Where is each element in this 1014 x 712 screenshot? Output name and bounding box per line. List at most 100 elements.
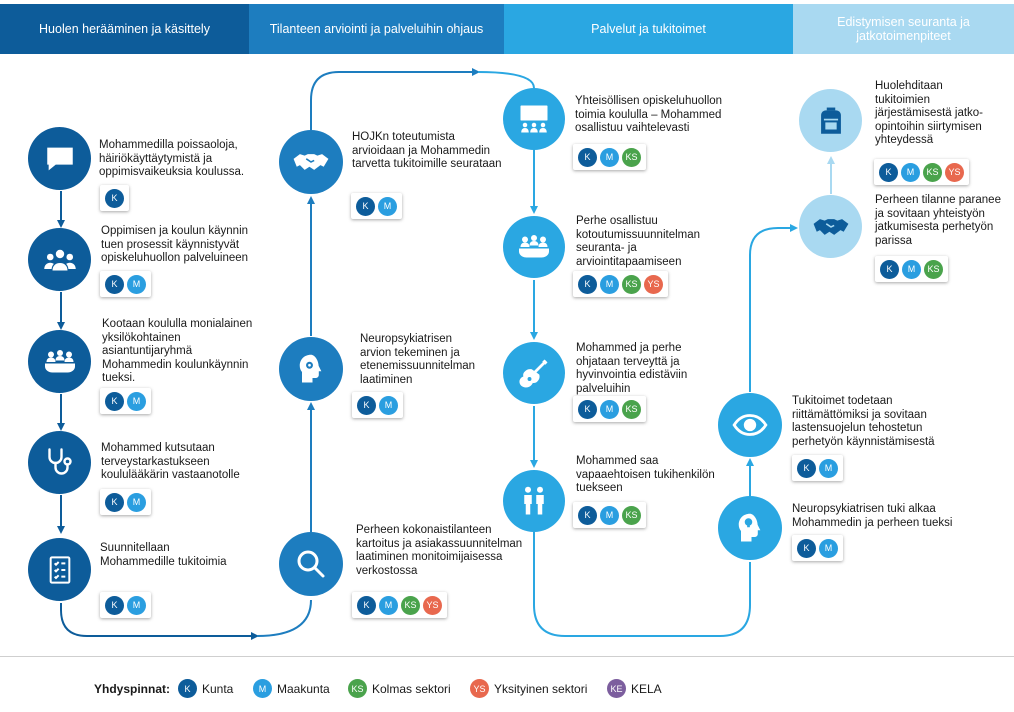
badge-maakunta: M — [600, 399, 619, 419]
badge-kunta: K — [105, 274, 124, 294]
badge-kunta: K — [105, 595, 124, 615]
flow-line — [256, 599, 312, 637]
badge-maakunta: M — [378, 196, 397, 216]
badge-maakunta: M — [127, 391, 146, 411]
badge-kunta: K — [578, 505, 597, 525]
badge-kolmas-sektori: KS — [348, 679, 367, 698]
stakeholder-badges-4: K M — [100, 489, 151, 515]
badge-yksityinen-sektori: YS — [470, 679, 489, 698]
badge-maakunta: M — [600, 505, 619, 525]
legend: Yhdyspinnat: K Kunta M Maakunta KS Kolma… — [0, 656, 1014, 712]
phase-title: Huolen herääminen ja käsittely — [39, 22, 210, 36]
legend-label: Kunta — [202, 681, 234, 696]
step-label-14: Tukitoimet todetaan riittämättömiksi ja … — [792, 395, 935, 448]
badge-maakunta: M — [127, 492, 146, 512]
badge-maakunta: M — [379, 595, 398, 615]
badge-kunta: K — [356, 196, 375, 216]
badge-kolmas-sektori: KS — [622, 274, 641, 294]
legend-item-maakunta: M Maakunta — [253, 679, 330, 698]
two-persons-icon — [524, 486, 544, 515]
badge-kunta: K — [797, 538, 816, 558]
step-label-16: Huolehditaan tukitoimien järjestämisestä… — [875, 80, 984, 146]
step-node-11 — [503, 342, 565, 404]
step-node-14 — [718, 393, 782, 457]
phase-title: Tilanteen arviointi ja palveluihin ohjau… — [269, 22, 484, 36]
stakeholder-badges-2: K M — [100, 271, 151, 297]
step-node-16 — [799, 89, 862, 152]
badge-maakunta: M — [819, 458, 838, 478]
phase-header-2: Tilanteen arviointi ja palveluihin ohjau… — [249, 4, 504, 54]
step-node-4 — [28, 431, 91, 494]
step-node-7 — [279, 337, 343, 401]
flow-line — [60, 603, 259, 640]
step-label-15: Perheen tilanne paranee ja sovitaan yhte… — [875, 194, 1001, 247]
step-label-6: Perheen kokonaistilanteen kartoitus ja a… — [356, 524, 523, 577]
legend-title: Yhdyspinnat: — [94, 682, 171, 696]
step-node-6 — [279, 532, 343, 596]
badge-kolmas-sektori: KS — [924, 259, 943, 279]
badge-maakunta: M — [819, 538, 838, 558]
step-label-4: Mohammed kutsutaan terveystarkastukseen … — [101, 442, 240, 481]
family-meeting-icon — [519, 235, 549, 258]
badge-maakunta: M — [253, 679, 272, 698]
stakeholder-badges-10: K M KS YS — [573, 271, 668, 297]
stakeholder-badges-15: K M KS — [875, 256, 948, 282]
flow-line — [533, 532, 751, 637]
badge-kunta: K — [578, 274, 597, 294]
phase-header-4: Edistymisen seuranta ja jatkotoimenpitee… — [793, 4, 1014, 54]
badge-kunta: K — [357, 595, 376, 615]
badge-kunta: K — [105, 492, 124, 512]
badge-kunta: K — [357, 395, 376, 415]
legend-item-kunta: K Kunta — [178, 679, 233, 698]
magnifier-icon — [297, 550, 325, 578]
stakeholder-badges-5: K M — [100, 592, 151, 618]
stakeholder-badges-7: K M — [352, 392, 403, 418]
chat-bubble-icon — [46, 147, 73, 170]
step-label-9: Yhteisöllisen opiskeluhuollon toimia kou… — [575, 95, 723, 134]
badge-kolmas-sektori: KS — [622, 399, 641, 419]
badge-maakunta: M — [127, 595, 146, 615]
stakeholder-badges-12: K M KS — [573, 502, 646, 528]
step-node-10 — [503, 216, 565, 278]
handshake-icon — [813, 218, 848, 235]
phase-header-1: Huolen herääminen ja käsittely — [0, 4, 249, 54]
badge-kunta: K — [578, 147, 597, 167]
step-node-5 — [28, 538, 91, 601]
phase-title: Edistymisen seuranta ja jatkotoimenpitee… — [837, 15, 970, 43]
stethoscope-icon — [47, 447, 72, 475]
step-node-3 — [28, 330, 91, 393]
badge-kunta: K — [879, 162, 898, 182]
flow-line — [477, 71, 535, 89]
step-node-13 — [718, 496, 782, 560]
badge-kolmas-sektori: KS — [622, 505, 641, 525]
flow-line — [749, 224, 798, 392]
badge-kunta: K — [105, 188, 124, 208]
step-label-13: Neuropsykiatrisen tuki alkaa Mohammedin … — [792, 503, 953, 529]
badge-yksityinen-sektori: YS — [945, 162, 964, 182]
badge-kunta: K — [105, 391, 124, 411]
phase-header-3: Palvelut ja tukitoimet — [504, 4, 793, 54]
stakeholder-badges-13: K M — [792, 535, 843, 561]
stakeholder-badges-9: K M KS — [573, 144, 646, 170]
legend-label: KELA — [631, 681, 662, 696]
step-label-3: Kootaan koululla monialainen yksilökohta… — [102, 318, 253, 384]
phase-title: Palvelut ja tukitoimet — [591, 22, 706, 36]
legend-label: Maakunta — [277, 681, 330, 696]
people-group-icon — [43, 249, 76, 270]
legend-label: Kolmas sektori — [372, 681, 451, 696]
step-label-11: Mohammed ja perhe ohjataan terveyttä ja … — [576, 342, 688, 395]
badge-maakunta: M — [379, 395, 398, 415]
badge-maakunta: M — [902, 259, 921, 279]
stakeholder-badges-11: K M KS — [573, 396, 646, 422]
guitar-icon — [519, 359, 548, 388]
team-meeting-icon — [44, 349, 75, 372]
presentation-icon — [520, 105, 548, 133]
stakeholder-badges-14: K M — [792, 455, 843, 481]
handshake-icon — [293, 154, 329, 170]
badge-kunta: K — [797, 458, 816, 478]
legend-item-kolmas-sektori: KS Kolmas sektori — [348, 679, 451, 698]
backpack-icon — [820, 107, 841, 134]
step-label-2: Oppimisen ja koulun käynnin tuen prosess… — [101, 225, 249, 264]
badge-kolmas-sektori: KS — [622, 147, 641, 167]
